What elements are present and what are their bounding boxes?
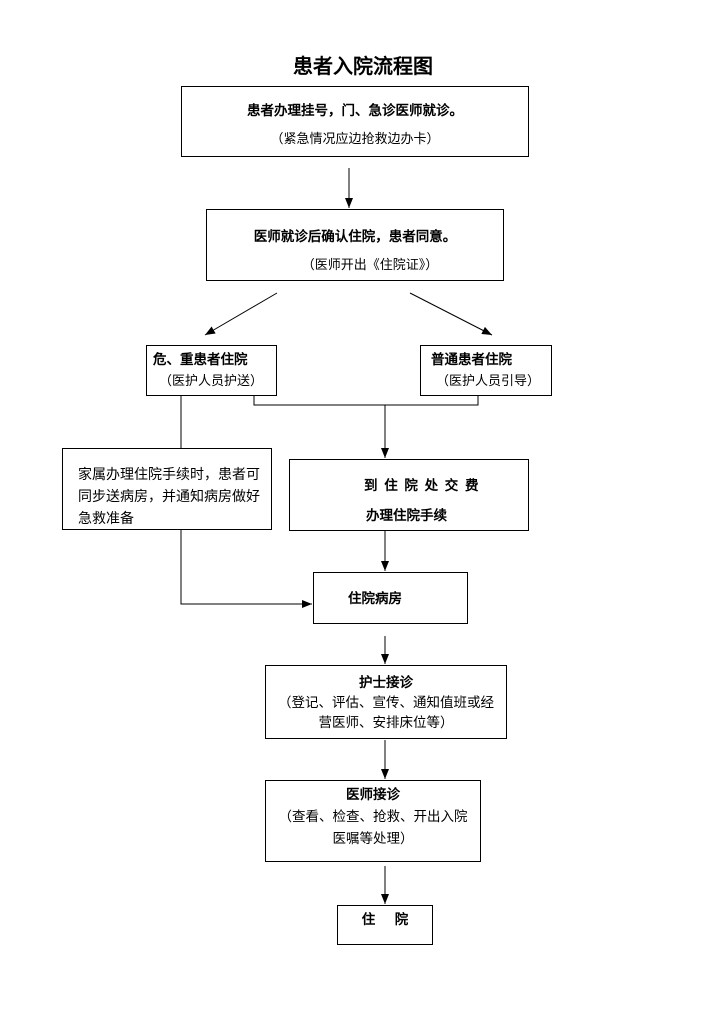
registration-note-text: （紧急情况应边抢救边办卡）: [270, 132, 440, 147]
ward-box: 住院病房: [313, 572, 468, 624]
doctor-reception-main-text: 医师接诊: [346, 787, 400, 803]
arrow-confirm-to-ordinary: [409, 292, 493, 336]
critical-patient-box: 危、重患者住院 （医护人员护送）: [146, 345, 277, 396]
registration-main-text: 患者办理挂号，门、急诊医师就诊。: [247, 103, 463, 119]
arrow-confirm-to-critical: [204, 292, 278, 336]
family-procedure-line: 家属办理住院手续时，患者可: [78, 467, 260, 483]
family-procedure-line: 同步送病房，并通知病房做好: [78, 489, 260, 505]
ordinary-patient-note-text: （医护人员引导）: [436, 374, 541, 389]
doctor-reception-note-line: （查看、检查、抢救、开出入院: [278, 809, 468, 825]
registration-box: 患者办理挂号，门、急诊医师就诊。 （紧急情况应边抢救边办卡）: [181, 86, 529, 157]
critical-patient-main-text: 危、重患者住院: [153, 352, 248, 368]
page-title: 患者入院流程图: [293, 54, 433, 78]
admitted-text: 住 院: [361, 912, 412, 928]
ordinary-patient-box: 普通患者住院 （医护人员引导）: [420, 345, 552, 396]
nurse-reception-box: 护士接诊 （登记、评估、宣传、通知值班或经 营医师、安排床位等）: [265, 665, 507, 739]
payment-sub-text: 办理住院手续: [366, 508, 447, 524]
admission-confirm-main-text: 医师就诊后确认住院，患者同意。: [253, 229, 457, 245]
ordinary-patient-main-text: 普通患者住院: [431, 352, 512, 368]
admission-confirm-box: 医师就诊后确认住院，患者同意。 （医师开出《住院证》）: [206, 209, 504, 281]
ward-text: 住院病房: [348, 591, 402, 607]
critical-patient-note-text: （医护人员护送）: [159, 374, 264, 389]
payment-main-text: 到 住 院 处 交 费: [364, 478, 479, 494]
nurse-reception-note-line: （登记、评估、宣传、通知值班或经: [278, 695, 494, 711]
payment-box: 到 住 院 处 交 费 办理住院手续: [289, 459, 529, 531]
connector-branches-merge: [253, 396, 479, 406]
doctor-reception-note-line: 医嘱等处理）: [332, 831, 414, 847]
family-procedure-box: 家属办理住院手续时，患者可 同步送病房，并通知病房做好 急救准备: [62, 448, 272, 530]
family-procedure-line: 急救准备: [78, 511, 134, 527]
nurse-reception-main-text: 护士接诊: [359, 675, 413, 691]
arrow-family-to-ward: [180, 530, 312, 608]
nurse-reception-note-line: 营医师、安排床位等）: [318, 715, 454, 731]
doctor-reception-box: 医师接诊 （查看、检查、抢救、开出入院 医嘱等处理）: [265, 780, 481, 862]
admitted-box: 住 院: [337, 905, 433, 945]
admission-confirm-note-text: （医师开出《住院证》）: [301, 258, 439, 273]
